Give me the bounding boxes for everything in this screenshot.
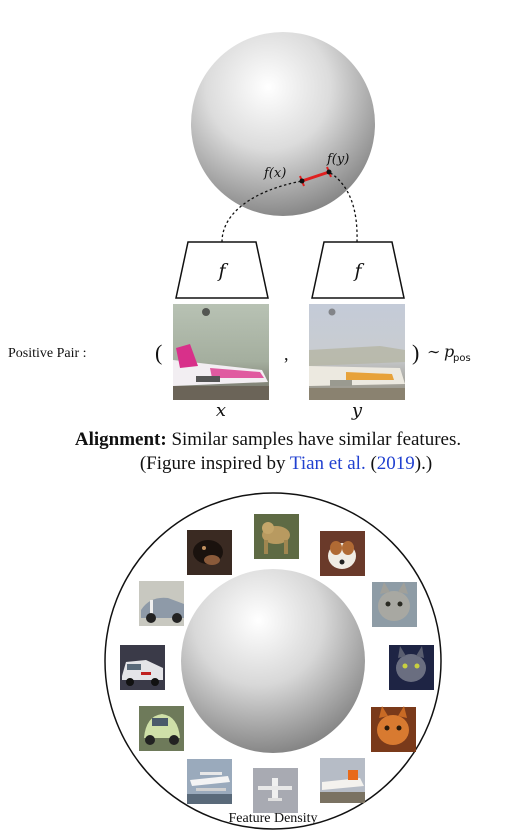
thumb-cat-dark <box>389 645 434 690</box>
fx-label: f(x) <box>263 166 286 181</box>
hypersphere-top <box>191 32 375 216</box>
encoder-left <box>175 241 269 299</box>
paren-close: ) <box>412 340 419 365</box>
encoder-right <box>311 241 405 299</box>
image-x <box>173 304 269 400</box>
alignment-caption-bold: Alignment: <box>75 429 167 450</box>
thumb-plane-seaplane <box>187 759 232 804</box>
citation-line: (Figure inspired by Tian et al. (2019).) <box>140 453 432 474</box>
feature-density-label: Feature Density <box>228 811 317 826</box>
thumb-car-smart <box>139 706 184 751</box>
alignment-caption-text: Similar samples have similar features. <box>167 429 461 450</box>
alignment-caption: Alignment: Similar samples have similar … <box>75 429 461 450</box>
p-subscript: pos <box>453 353 471 364</box>
thumb-dog-terrier <box>254 514 299 559</box>
thumb-dog-black <box>187 530 232 575</box>
citation-link-name[interactable]: Tian et al. <box>290 453 366 474</box>
p-symbol: p <box>444 342 454 361</box>
thumb-cat-orange <box>371 706 416 752</box>
encoder-right-label: f <box>352 260 364 282</box>
thumb-car-white <box>120 645 165 690</box>
image-y <box>309 304 405 400</box>
encoder-left-label: f <box>216 260 228 282</box>
thumb-plane-easyjet <box>320 758 365 803</box>
connector-right <box>328 171 358 243</box>
positive-pair-label: Positive Pair : <box>8 346 87 361</box>
x-label: x <box>216 400 226 421</box>
comma: , <box>284 344 289 364</box>
thumb-car-cobra <box>139 581 184 626</box>
y-label: y <box>351 400 363 421</box>
connector-left <box>221 180 303 243</box>
citation-open: ( <box>366 453 377 474</box>
fy-label: f(y) <box>326 152 349 167</box>
feature-point-fx <box>299 178 305 184</box>
citation-link-year[interactable]: 2019 <box>377 453 415 474</box>
hypersphere-bottom <box>181 569 365 753</box>
citation-close: ).) <box>415 453 432 474</box>
thumb-dog-jackrussell <box>320 531 365 576</box>
sim-symbol: ∼ <box>427 344 440 361</box>
paren-open: ( <box>155 340 162 365</box>
thumb-plane-airliner <box>253 768 298 813</box>
thumb-cat-grey <box>372 582 417 627</box>
alignment-distance-segment <box>301 170 330 183</box>
citation-prefix: (Figure inspired by <box>140 453 290 474</box>
